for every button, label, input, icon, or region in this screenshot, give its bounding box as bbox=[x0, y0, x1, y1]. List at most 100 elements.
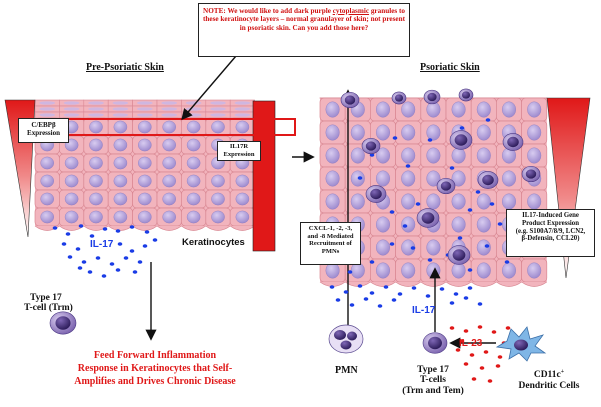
keratinocyte-nucleus bbox=[325, 147, 340, 164]
infiltrating-immune-cell bbox=[365, 185, 387, 203]
keratinocyte-nucleus bbox=[401, 216, 416, 233]
feed-forward-text: Feed Forward Inflammation Response in Ke… bbox=[44, 349, 266, 388]
keratinocyte-nucleus bbox=[186, 210, 201, 224]
cxcl-line-4: PMNs bbox=[321, 247, 340, 255]
il23-dot bbox=[459, 339, 465, 343]
basal-membrane-edge bbox=[34, 225, 255, 231]
il23-dot bbox=[505, 326, 511, 330]
infiltrating-immune-cell bbox=[340, 91, 360, 109]
dc-label-line2: Dendritic Cells bbox=[518, 380, 580, 391]
keratinocyte-nucleus bbox=[64, 210, 79, 224]
dc-label-sup: + bbox=[560, 369, 565, 375]
keratinocyte-nucleus bbox=[40, 174, 54, 188]
keratinocyte-nucleus bbox=[186, 156, 201, 170]
il17-cytokine-dots-right bbox=[329, 118, 515, 308]
il17-gene-line-4: β-Defensin, CCL20) bbox=[521, 235, 580, 243]
feed-forward-line-2: Response in Keratinocytes that Self- bbox=[77, 363, 233, 374]
keratinocyte-nucleus bbox=[476, 262, 491, 279]
pmn-label: PMN bbox=[335, 365, 358, 376]
il17-dot bbox=[142, 244, 148, 248]
il17-dot bbox=[369, 291, 375, 295]
flat-nucleus bbox=[210, 101, 226, 105]
keratinocyte-nucleus bbox=[211, 192, 225, 206]
il17-dot bbox=[75, 247, 81, 251]
flat-nucleus bbox=[136, 107, 153, 111]
keratinocyte-nucleus bbox=[350, 262, 365, 279]
il17-dot bbox=[402, 224, 408, 228]
keratinocyte-nucleus bbox=[186, 138, 201, 152]
il17-dot bbox=[463, 296, 469, 300]
keratinocyte-nucleus bbox=[527, 147, 542, 164]
keratinocyte-nucleus bbox=[451, 170, 466, 187]
il17-dot bbox=[109, 262, 115, 266]
flat-nucleus bbox=[88, 113, 104, 117]
note-pointer-arrow bbox=[181, 55, 237, 121]
il23-dot bbox=[449, 326, 455, 330]
il17-dot bbox=[485, 118, 491, 122]
keratinocyte-nucleus bbox=[527, 124, 542, 141]
annotation-note: NOTE: We would like to add dark purple c… bbox=[198, 3, 410, 57]
keratinocyte-nucleus bbox=[375, 262, 391, 279]
tcells-line-1: Type 17 bbox=[417, 365, 449, 375]
il17-dot bbox=[129, 249, 135, 253]
keratinocyte-nucleus bbox=[235, 192, 250, 206]
il17-dot bbox=[123, 256, 129, 260]
flat-nucleus bbox=[210, 113, 226, 117]
keratinocyte-nucleus bbox=[401, 124, 416, 141]
flat-nucleus bbox=[112, 107, 129, 111]
keratinocyte-nucleus bbox=[527, 262, 542, 279]
keratinocyte-nucleus bbox=[426, 193, 441, 210]
il17-dot bbox=[357, 176, 363, 180]
keratinocyte-nucleus bbox=[235, 210, 250, 224]
flat-nucleus bbox=[63, 101, 80, 105]
il17-label-left: IL-17 bbox=[90, 239, 114, 250]
il23-dot bbox=[483, 350, 489, 354]
cxcl-line-3: Recruitment of bbox=[309, 240, 352, 248]
flat-nucleus bbox=[136, 113, 153, 117]
keratinocyte-nucleus bbox=[211, 210, 225, 224]
il17-dot bbox=[427, 258, 433, 262]
keratinocyte-nucleus bbox=[162, 156, 176, 170]
feed-forward-line-3: Amplifies and Drives Chronic Disease bbox=[74, 376, 236, 387]
il17-dot bbox=[101, 274, 107, 278]
dc-label-line1: CD11c bbox=[533, 370, 561, 381]
infiltrating-immune-cell bbox=[502, 133, 524, 151]
cxcl-line-2: and -8 Mediated bbox=[307, 232, 354, 240]
keratinocyte-nucleus bbox=[375, 101, 391, 118]
keratinocyte-nucleus bbox=[89, 174, 103, 188]
il23-dot bbox=[487, 379, 493, 383]
keratinocyte-nucleus bbox=[476, 124, 491, 141]
il23-dot bbox=[479, 366, 485, 370]
flat-nucleus bbox=[185, 107, 202, 111]
il23-dot bbox=[463, 362, 469, 366]
il17-dot bbox=[65, 232, 71, 236]
keratinocyte-nucleus bbox=[375, 216, 391, 233]
keratinocyte-nucleus bbox=[426, 239, 441, 256]
keratinocyte-nucleus bbox=[451, 147, 466, 164]
infiltrating-immune-cell bbox=[458, 88, 474, 102]
flat-nucleus bbox=[161, 101, 178, 105]
il23-dot bbox=[495, 364, 501, 368]
il17-dot bbox=[115, 229, 121, 233]
keratinocyte-nucleus bbox=[476, 147, 491, 164]
il17-dot bbox=[475, 190, 481, 194]
il17-dot bbox=[369, 260, 375, 264]
il17-dot bbox=[504, 260, 510, 264]
il17-dot bbox=[335, 298, 341, 302]
keratinocyte-nucleus bbox=[501, 193, 517, 210]
keratinocyte-nucleus bbox=[89, 156, 103, 170]
flat-nucleus bbox=[88, 107, 104, 111]
keratinocyte-nucleus bbox=[501, 262, 517, 279]
keratinocyte-nucleus bbox=[186, 174, 201, 188]
keratinocyte-nucleus bbox=[113, 156, 128, 170]
keratinocyte-nucleus bbox=[501, 170, 517, 187]
il23-dot bbox=[455, 348, 461, 352]
il17-dot bbox=[52, 226, 58, 230]
flat-nucleus bbox=[39, 107, 56, 111]
il17-dot bbox=[377, 304, 383, 308]
keratinocyte-nucleus bbox=[211, 120, 225, 134]
il23-dot bbox=[471, 377, 477, 381]
flat-nucleus bbox=[136, 101, 153, 105]
il17-dot bbox=[117, 242, 123, 246]
il17-dot bbox=[152, 238, 158, 242]
